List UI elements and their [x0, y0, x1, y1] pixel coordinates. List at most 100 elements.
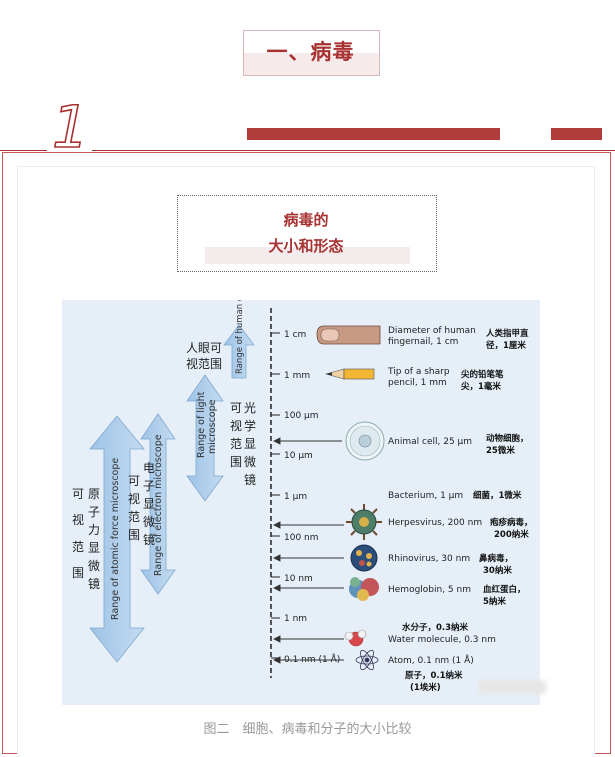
scale-label-10nm: 10 nm	[284, 574, 313, 584]
item-pencil-zh-1: 尖的铅笔笔	[461, 369, 504, 380]
svg-text:子: 子	[143, 479, 155, 493]
item-hemoglobin-en: Hemoglobin, 5 nm	[388, 585, 471, 595]
scale-label-100um: 100 µm	[284, 411, 319, 421]
watermark-blur	[478, 680, 546, 694]
item-fingernail-en-1: Diameter of human	[388, 326, 476, 336]
svg-text:原: 原	[88, 487, 100, 501]
rhinovirus-icon	[350, 544, 378, 572]
item-pencil-zh-2: 尖，1毫米	[461, 381, 501, 392]
svg-text:学: 学	[244, 418, 256, 433]
svg-text:范: 范	[72, 540, 84, 554]
scale-label-1cm: 1 cm	[284, 330, 306, 340]
afm-range-zh: 可 视 范 围 原 子 力 显 微 镜	[72, 487, 100, 591]
svg-text:显: 显	[88, 541, 100, 555]
svg-text:显: 显	[143, 497, 155, 511]
svg-text:范: 范	[128, 510, 140, 524]
light-range-zh: 可 视 范 围 光 学 显 微 镜	[230, 401, 256, 487]
svg-text:镜: 镜	[143, 532, 155, 547]
item-rhino-zh-1: 鼻病毒，	[479, 553, 513, 564]
item-rhino-zh-2: 30纳米	[483, 565, 512, 576]
scale-label-100nm: 100 nm	[284, 533, 319, 543]
eye-range-zh: 人眼可 视范围	[186, 341, 222, 371]
item-bacterium-zh: 细菌，1微米	[473, 490, 522, 501]
svg-text:视范围: 视范围	[186, 356, 222, 371]
svg-text:人眼可: 人眼可	[186, 341, 222, 355]
pointer-lines	[272, 437, 344, 664]
afm-range-arrow	[89, 415, 145, 663]
svg-text:视: 视	[230, 418, 242, 433]
svg-text:电: 电	[143, 461, 155, 475]
item-herpes-zh-1: 疱疹病毒，	[490, 517, 533, 528]
light-range-arrow	[186, 374, 224, 502]
subtitle-highlight	[205, 247, 410, 264]
svg-text:力: 力	[88, 523, 100, 537]
svg-text:微: 微	[143, 515, 155, 529]
scale-label-10um: 10 µm	[284, 451, 313, 461]
item-bacterium-en: Bacterium, 1 µm	[388, 491, 463, 501]
item-atom-zh-2: (1埃米)	[410, 682, 441, 693]
section-title-box	[243, 30, 380, 76]
atom-icon	[355, 649, 379, 671]
item-cell-zh-1: 动物细胞，	[486, 433, 529, 444]
item-water-zh: 水分子，0.3纳米	[401, 622, 469, 633]
svg-text:显: 显	[244, 437, 256, 451]
subtitle-line-2: 大小和形态	[268, 237, 344, 255]
item-herpes-en: Herpesvirus, 200 nm	[388, 518, 482, 528]
decorative-bar-2	[551, 128, 602, 140]
section-number-text: 1	[52, 93, 89, 152]
pencil-icon	[324, 368, 375, 380]
svg-text:可: 可	[72, 487, 84, 501]
svg-text:可: 可	[128, 474, 140, 488]
svg-text:视: 视	[72, 512, 84, 527]
electron-range-label: Range of electron microscope	[153, 434, 164, 576]
svg-text:光: 光	[244, 401, 256, 415]
subtitle-line-1: 病毒的	[283, 211, 329, 229]
item-hemoglobin-zh-1: 血红蛋白，	[483, 584, 526, 595]
item-atom-zh-1: 原子，0.1纳米	[405, 670, 463, 681]
figure-caption: 图二 细胞、病毒和分子的大小比较	[203, 722, 412, 737]
svg-text:微: 微	[244, 455, 256, 469]
item-fingernail-en-2: fingernail, 1 cm	[388, 337, 458, 347]
item-water-en: Water molecule, 0.3 nm	[388, 635, 496, 645]
svg-text:围: 围	[128, 528, 140, 542]
scale-label-1mm: 1 mm	[284, 371, 310, 381]
section-number: 1	[42, 92, 102, 162]
svg-text:镜: 镜	[88, 576, 100, 591]
svg-text:围: 围	[230, 455, 242, 469]
electron-range-arrow	[140, 413, 176, 595]
water-molecule-icon	[344, 629, 367, 647]
scale-label-0.1nm: 0.1 nm (1 Å)	[284, 653, 340, 665]
animal-cell-icon	[345, 421, 385, 461]
svg-text:微: 微	[88, 559, 100, 573]
item-atom-en: Atom, 0.1 nm (1 Å)	[388, 654, 474, 666]
divider-left	[0, 150, 47, 151]
decorative-bar-1	[247, 128, 500, 140]
divider-right	[92, 150, 615, 151]
item-pencil-en-2: pencil, 1 mm	[388, 378, 447, 388]
svg-text:视: 视	[128, 491, 140, 506]
scale-label-1um: 1 µm	[284, 492, 307, 502]
item-herpes-zh-2: 200纳米	[494, 529, 529, 540]
light-range-label-2: microscope	[207, 399, 218, 454]
item-cell-en: Animal cell, 25 µm	[388, 437, 472, 447]
svg-text:围: 围	[72, 566, 84, 580]
electron-range-zh: 可 视 范 围 电 子 显 微 镜	[128, 461, 155, 547]
item-hemoglobin-zh-2: 5纳米	[483, 596, 506, 607]
item-pencil-en-1: Tip of a sharp	[387, 367, 450, 377]
svg-text:子: 子	[88, 505, 100, 519]
hemoglobin-icon	[349, 577, 379, 601]
afm-range-label: Range of atomic force microscope	[110, 458, 121, 620]
item-fingernail-zh-1: 人类指甲直	[486, 328, 529, 339]
scale-ticks	[271, 332, 280, 659]
scale-label-1nm: 1 nm	[284, 614, 307, 624]
light-range-label-1: Range of light	[196, 391, 207, 458]
eye-range-label: Range of human eye	[235, 300, 245, 374]
size-comparison-figure: Range of atomic force microscope Range o…	[62, 286, 540, 705]
svg-text:范: 范	[230, 437, 242, 451]
section-title: 一、病毒	[266, 40, 355, 64]
svg-text:镜: 镜	[244, 472, 256, 487]
svg-text:可: 可	[230, 401, 242, 415]
item-rhino-en: Rhinovirus, 30 nm	[388, 554, 470, 564]
herpesvirus-icon	[346, 504, 382, 540]
subtitle-box	[177, 195, 437, 272]
